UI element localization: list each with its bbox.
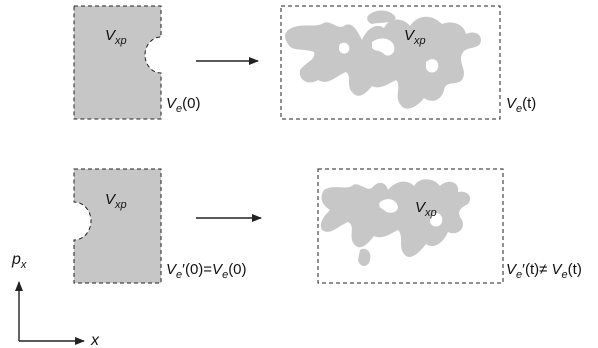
bottom-right-phase-blob [320, 179, 471, 266]
y-axis-label: px [11, 251, 27, 271]
top-left-volume: Vxp [73, 5, 162, 120]
bottom-left-gray-region [73, 168, 162, 284]
bottom-right-volume-box [317, 168, 504, 284]
top-right-ve-label: Ve(t) [506, 95, 536, 115]
bottom-right-ve-label: Ve′(t)≠ Ve(t) [506, 261, 582, 281]
top-left-gray-region [73, 5, 162, 120]
top-left-vxp-label: Vxp [105, 27, 127, 47]
bottom-left-ve-label: Ve′(0)=Ve(0) [166, 261, 247, 281]
bottom-left-vxp-label: Vxp [105, 191, 127, 211]
top-right-vxp-label: Vxp [404, 27, 426, 47]
bottom-right-vxp-label: Vxp [415, 199, 437, 219]
x-axis-label: x [90, 332, 100, 348]
top-right-phase-blob [285, 10, 481, 109]
top-right-volume-box [280, 5, 501, 120]
axis-arrow-icon [15, 281, 85, 345]
bottom-left-volume: Vxp [73, 168, 162, 284]
top-left-ve-label: Ve(0) [166, 95, 200, 115]
